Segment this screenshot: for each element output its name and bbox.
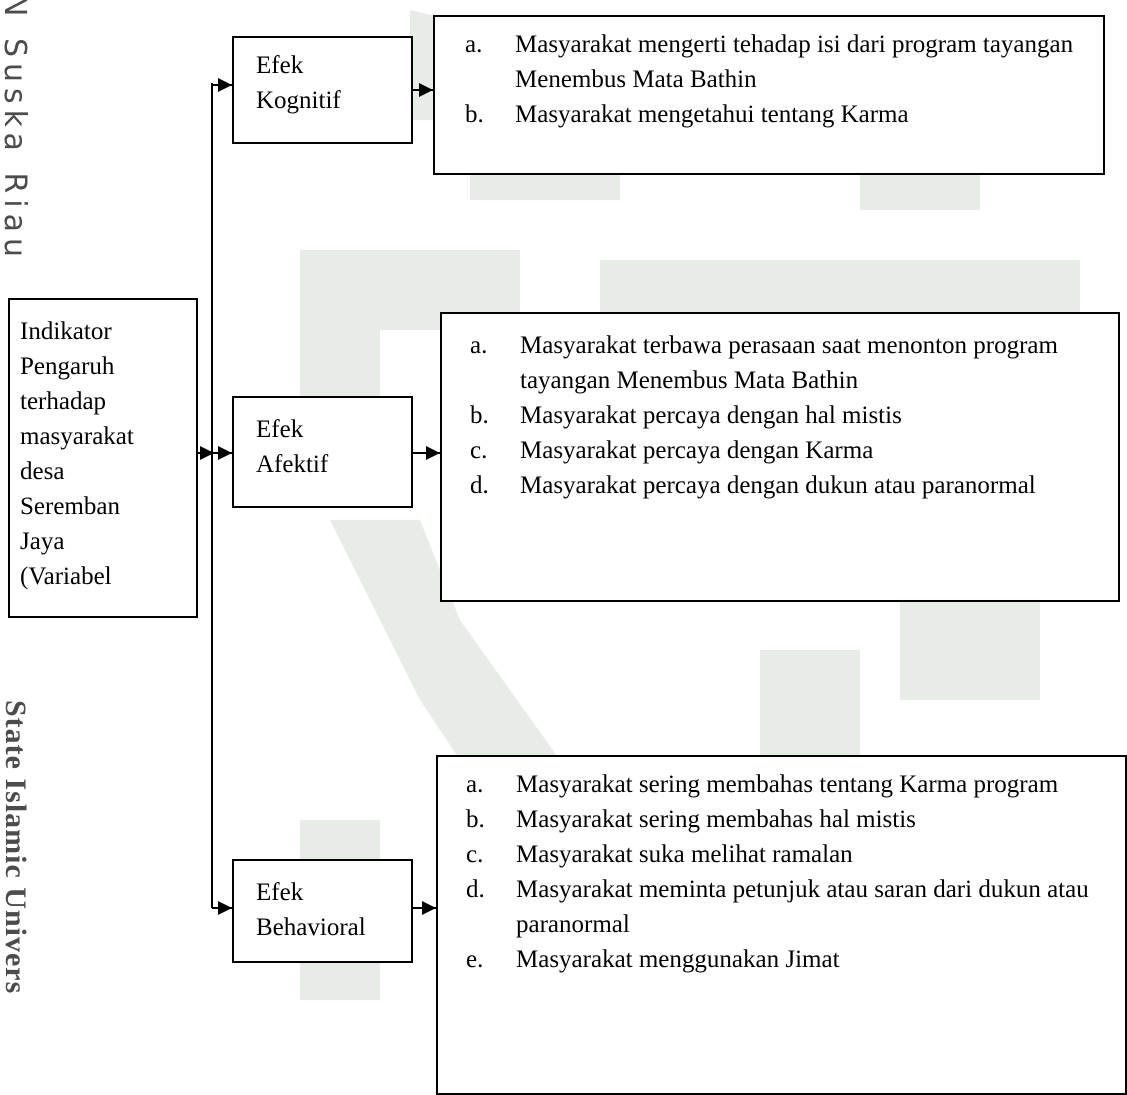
item-text: Masyarakat percaya dengan Karma [520, 437, 874, 464]
items-box-kognitif: a. Masyarakat mengerti tehadap isi dari p… [433, 15, 1105, 175]
item-marker: b. [465, 101, 484, 128]
item-marker: a. [470, 332, 488, 359]
list-item: a. Masyarakat sering membahas tentang Kar… [466, 767, 1115, 802]
watermark-side-text-top: N Suska Riau [0, 0, 32, 264]
item-text: Masyarakat sering membahas tentang Karma… [516, 771, 1059, 798]
item-marker: e. [466, 946, 484, 973]
indicator-line: (Variabel [20, 563, 112, 590]
indicator-box: Indikator Pengaruh terhadap masyarakat d… [8, 298, 198, 618]
list-item: d. Masyarakat meminta petunjuk atau saran… [466, 872, 1115, 942]
list-item: a. Masyarakat terbawa perasaan saat menon… [470, 328, 1098, 398]
item-marker: a. [465, 31, 483, 58]
list-item: a. Masyarakat mengerti tehadap isi dari p… [465, 27, 1083, 97]
items-list: a. Masyarakat mengerti tehadap isi dari p… [465, 27, 1083, 132]
effect-label: Kognitif [256, 87, 341, 114]
item-marker: b. [466, 806, 485, 833]
item-marker: d. [466, 876, 485, 903]
item-text: Masyarakat menggunakan Jimat [516, 946, 840, 973]
items-box-afektif: a. Masyarakat terbawa perasaan saat menon… [440, 312, 1120, 602]
item-marker: c. [470, 437, 488, 464]
watermark-side-text-bottom: State Islamic Univers [0, 700, 32, 995]
effect-label: Efek [256, 52, 304, 79]
effect-label: Afektif [256, 451, 329, 478]
item-text: Masyarakat terbawa perasaan saat menonto… [520, 332, 1058, 394]
effect-box-afektif: Efek Afektif [232, 396, 413, 508]
item-text: Masyarakat meminta petunjuk atau saran d… [516, 876, 1089, 938]
list-item: b. Masyarakat mengetahui tentang Karma [465, 97, 1083, 132]
indicator-line: Pengaruh [20, 353, 115, 380]
item-text: Masyarakat percaya dengan dukun atau par… [520, 472, 1036, 499]
effect-label: Behavioral [256, 914, 366, 941]
item-text: Masyarakat mengerti tehadap isi dari pro… [515, 31, 1074, 93]
item-marker: a. [466, 771, 484, 798]
items-list: a. Masyarakat sering membahas tentang Kar… [466, 767, 1115, 977]
effect-box-behavioral: Efek Behavioral [232, 859, 413, 963]
items-box-behavioral: a. Masyarakat sering membahas tentang Kar… [436, 755, 1127, 1095]
list-item: e. Masyarakat menggunakan Jimat [466, 942, 1115, 977]
list-item: c. Masyarakat suka melihat ramalan [466, 837, 1115, 872]
effect-label: Efek [256, 416, 304, 443]
indicator-line: desa [20, 458, 65, 485]
list-item: b. Masyarakat sering membahas hal mistis [466, 802, 1115, 837]
indicator-line: terhadap [20, 388, 107, 415]
indicator-line: Seremban [20, 493, 120, 520]
item-text: Masyarakat suka melihat ramalan [516, 841, 853, 868]
list-item: b. Masyarakat percaya dengan hal mistis [470, 398, 1098, 433]
indicator-line: Indikator [20, 318, 112, 345]
items-list: a. Masyarakat terbawa perasaan saat menon… [470, 328, 1098, 503]
item-text: Masyarakat mengetahui tentang Karma [515, 101, 909, 128]
item-text: Masyarakat sering membahas hal mistis [516, 806, 916, 833]
item-marker: d. [470, 472, 489, 499]
indicator-line: Jaya [20, 528, 65, 555]
list-item: c. Masyarakat percaya dengan Karma [470, 433, 1098, 468]
effect-label: Efek [256, 879, 304, 906]
item-marker: b. [470, 402, 489, 429]
item-text: Masyarakat percaya dengan hal mistis [520, 402, 902, 429]
list-item: d. Masyarakat percaya dengan dukun atau p… [470, 468, 1098, 503]
effect-box-kognitif: Efek Kognitif [232, 36, 413, 144]
item-marker: c. [466, 841, 484, 868]
indicator-line: masyarakat [20, 423, 134, 450]
